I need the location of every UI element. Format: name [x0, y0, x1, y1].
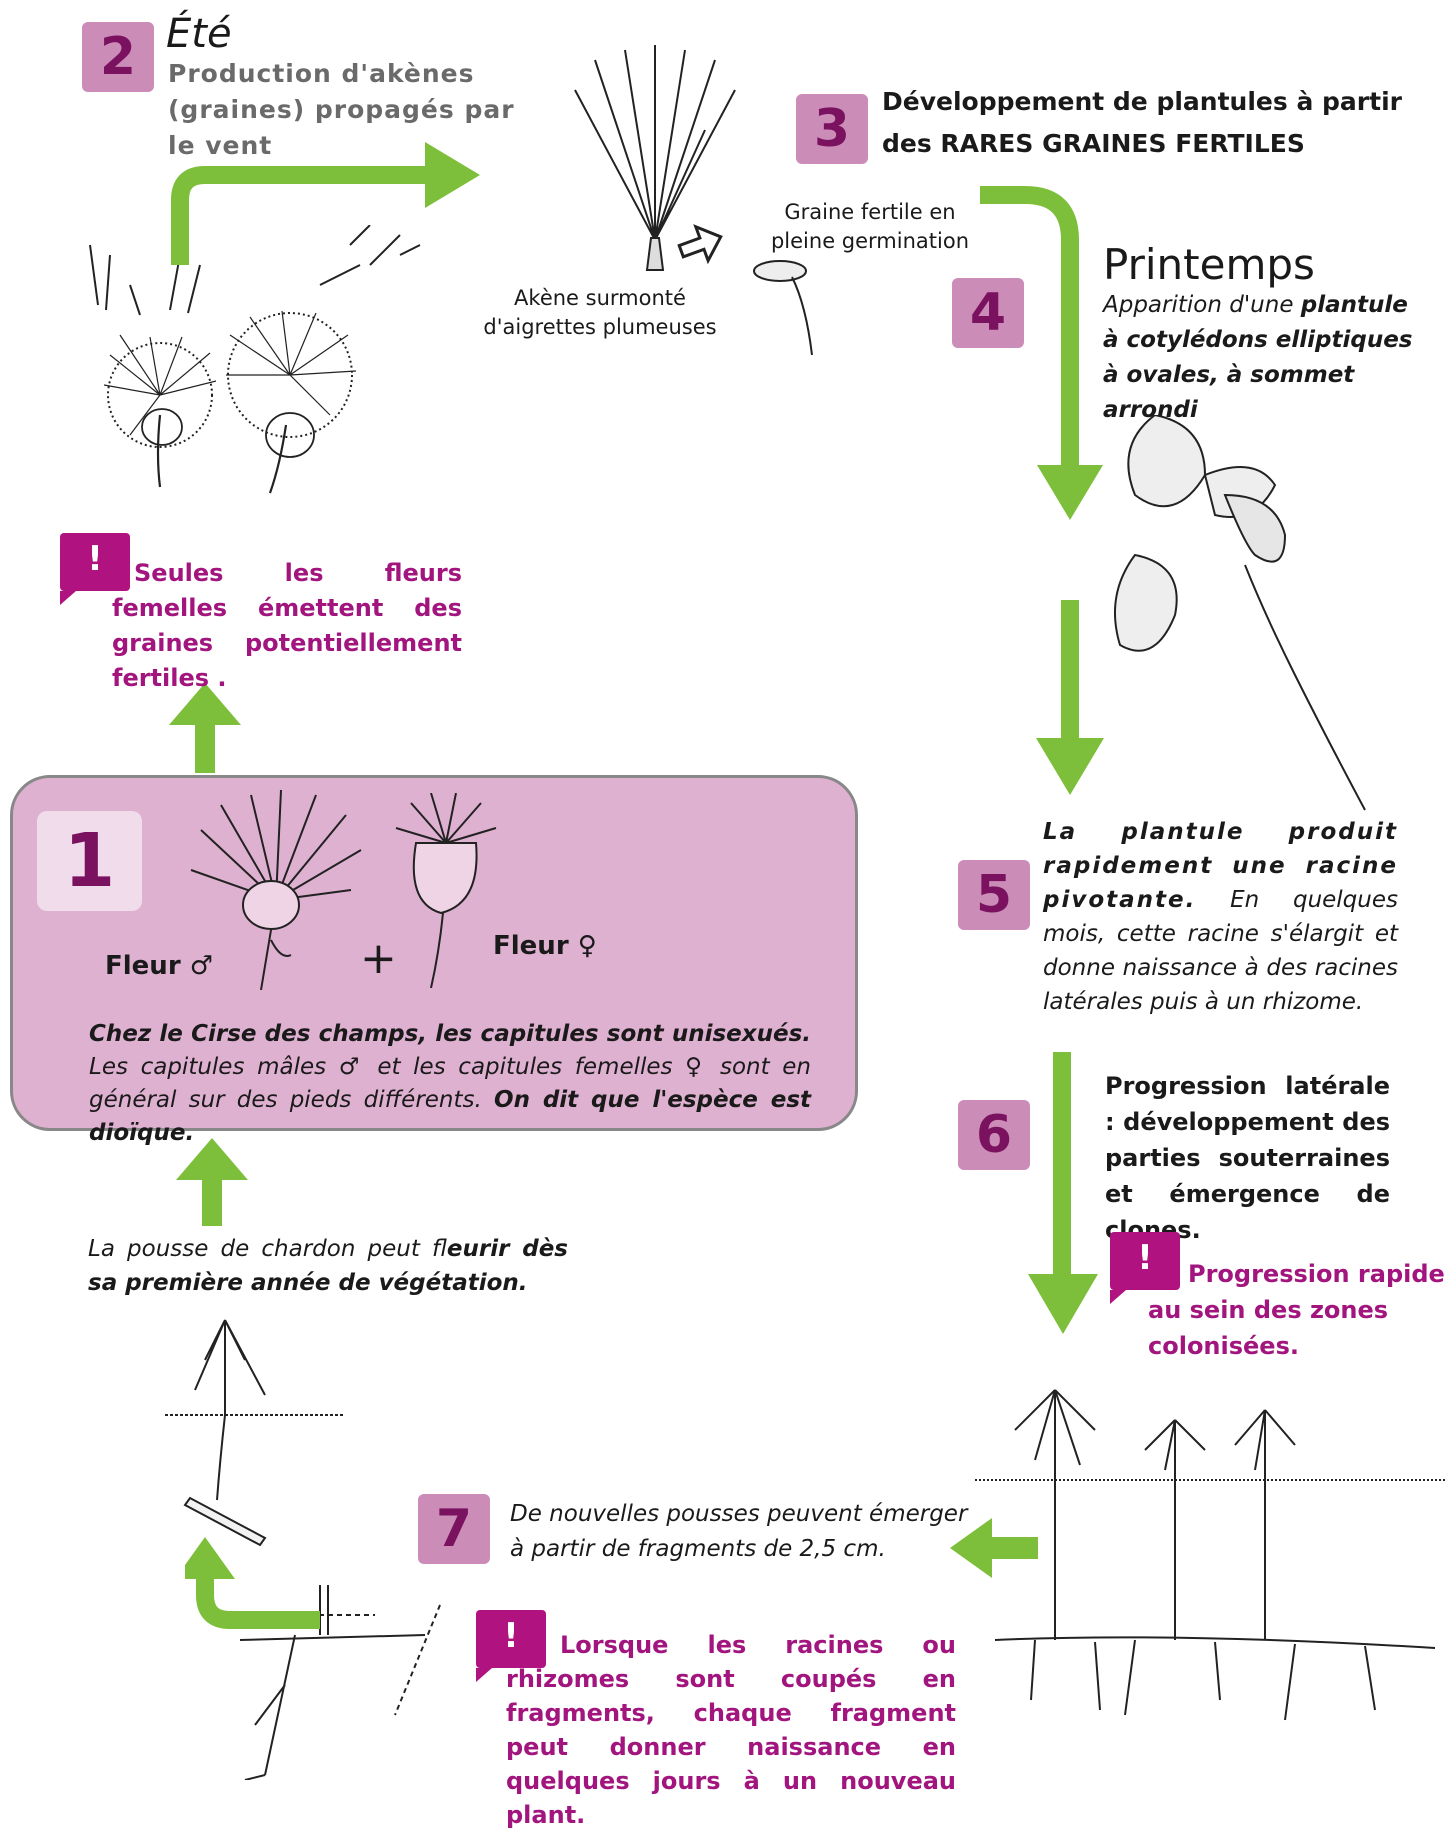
root-fragment-drawing [239, 1585, 441, 1780]
alert-1-text: Seules les fleurs femelles émettent des … [112, 559, 462, 692]
arrow-4-to-5 [1036, 600, 1104, 795]
graine-caption: Graine fertile en pleine germination [770, 200, 970, 253]
arrow-1-to-alert [169, 683, 241, 773]
step-3-text-line2: des RARES GRAINES FERTILES [882, 129, 1305, 158]
arrow-5-to-6 [1028, 1052, 1098, 1334]
season-summer-label: Été [166, 11, 232, 57]
step-1-text: Chez le Cirse des champs, les capitules … [89, 1018, 811, 1150]
step-4-text-plain: Apparition d'une [1103, 292, 1301, 318]
step-7-text-line2: à partir de fragments de 2,5 cm. [510, 1536, 886, 1562]
plus-sign: + [360, 933, 397, 984]
alert-icon-3: ! [476, 1610, 546, 1682]
step-2-text: Production d'akènes (graines) propagés p… [168, 59, 515, 160]
female-flower-drawing [395, 793, 497, 988]
pousse-caption-bold: eurir dès sa première année de végétatio… [88, 1236, 568, 1296]
alert-2-text: Progression rapide au sein des zones col… [1148, 1260, 1445, 1360]
step-1-text-bold2: On dit que l'espèce est dioïque. [89, 1087, 812, 1146]
arrow-3-to-4 [980, 186, 1103, 520]
thistle-seedheads-drawing [89, 225, 421, 494]
season-spring-label: Printemps [1103, 240, 1315, 289]
step-6-text: Progression latérale : développement des… [1105, 1072, 1390, 1244]
alert-3-text: Lorsque les racines ou rhizomes sont cou… [506, 1631, 956, 1829]
step-6-badge: 6 [958, 1100, 1030, 1170]
seedling-drawing [1114, 415, 1366, 811]
step-5-badge: 5 [958, 860, 1030, 930]
step-4-text-bold: plantule à cotylédons elliptiques à oval… [1103, 292, 1413, 423]
rhizome-clones-drawing [975, 1389, 1445, 1721]
arrow-pousse-to-1 [176, 1138, 248, 1226]
step-2-badge: 2 [82, 22, 154, 92]
akene-drawing [574, 45, 736, 271]
alert-icon-2: ! [1110, 1232, 1180, 1304]
step-1-badge: 1 [37, 811, 142, 911]
arrow-6-to-7 [950, 1518, 1038, 1578]
arrow-2-to-seed [171, 142, 480, 265]
step-5-text-plain: En quelques mois, cette racine s'élargit… [1043, 887, 1398, 1015]
step-3-text-line1: Développement de plantules à partir [882, 87, 1402, 116]
germinating-seed-drawing [753, 260, 813, 356]
young-shoot-drawing [165, 1319, 345, 1547]
female-flower-label: Fleur ♀ [493, 931, 597, 961]
step-1-text-plain: Les capitules mâles ♂ et les capitules f… [89, 1054, 811, 1113]
arrow-7-to-pousse [185, 1537, 320, 1629]
step-1-text-bold1: Chez le Cirse des champs, les capitules … [89, 1021, 811, 1047]
alert-icon-1: ! [60, 533, 130, 605]
step-5-text-bold: La plantule produit rapidement une racin… [1043, 819, 1398, 913]
pousse-caption: La pousse de chardon peut fleurir dès sa… [88, 1232, 568, 1300]
hollow-arrow-icon [677, 224, 723, 265]
step-7-badge: 7 [418, 1494, 490, 1564]
step-4-text: Apparition d'une plantule à cotylédons e… [1103, 288, 1423, 428]
akene-caption: Akène surmonté d'aigrettes plumeuses [483, 286, 717, 339]
step-3-badge: 3 [796, 94, 868, 164]
step-4-badge: 4 [952, 278, 1024, 348]
step-1-box: 1 Fleur ♂ + Fleur ♀ Chez le Cirse des ch… [10, 775, 858, 1146]
male-flower-label: Fleur ♂ [105, 951, 213, 981]
step-5-text: La plantule produit rapidement une racin… [1043, 815, 1398, 1019]
male-flower-drawing [190, 790, 362, 990]
step-7-text-line1: De nouvelles pousses peuvent émerger [510, 1501, 968, 1527]
pousse-caption-plain: La pousse de chardon peut fl [88, 1236, 447, 1262]
